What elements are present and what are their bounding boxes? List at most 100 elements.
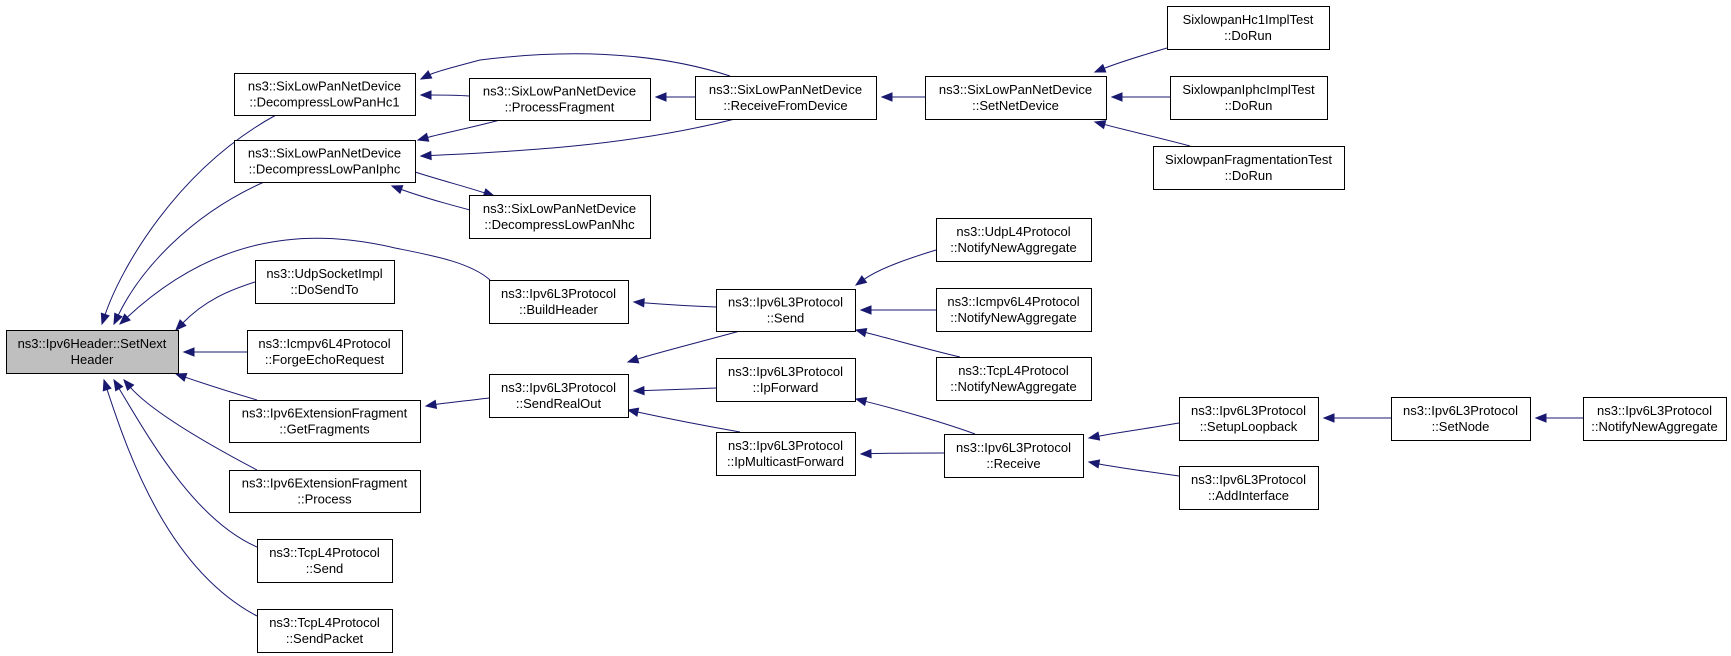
edge-udpsocket-dosendto-to-setnextheader [175,281,256,331]
node-ipv6l3-notify[interactable]: ns3::Ipv6L3Protocol::NotifyNewAggregate [1583,397,1727,441]
node-box[interactable] [6,330,179,374]
node-box[interactable] [1170,76,1328,120]
edge-frag-test-to-setnetdevice [1093,120,1191,147]
edge-line [864,400,976,435]
node-label-line: ns3::Ipv6L3Protocol [1597,403,1712,418]
node-ipmulticastforward[interactable]: ns3::Ipv6L3Protocol::IpMulticastForward [716,432,856,476]
node-label-line: ::IpForward [753,380,819,395]
node-label-line: ::DecompressLowPanNhc [484,217,635,232]
node-ipv6l3-send[interactable]: ns3::Ipv6L3Protocol::Send [716,289,856,332]
node-decompress-iphc[interactable]: ns3::SixLowPanNetDevice::DecompressLowPa… [234,140,416,183]
node-box[interactable] [1167,6,1330,50]
node-box[interactable] [234,140,416,183]
node-icmpv6-notify[interactable]: ns3::Icmpv6L4Protocol::NotifyNewAggregat… [936,288,1092,332]
edge-arrowhead [182,347,195,357]
node-label-line: ns3::SixLowPanNetDevice [709,82,862,97]
node-label-line: ::DoRun [1224,28,1272,43]
node-tcp-notify[interactable]: ns3::TcpL4Protocol::NotifyNewAggregate [936,357,1092,401]
edge-line [642,302,717,308]
node-box[interactable] [257,539,393,583]
node-frag-test[interactable]: SixlowpanFragmentationTest::DoRun [1153,146,1345,190]
edge-arrowhead [174,372,188,382]
node-label-line: ::NotifyNewAggregate [950,310,1076,325]
node-box[interactable] [469,195,651,239]
node-label-line: ::ReceiveFromDevice [723,98,847,113]
node-box[interactable] [255,260,395,304]
edge-arrowhead [1087,431,1101,441]
edge-receivefromdevice-to-decompress-iphc [419,118,736,161]
edge-line [106,388,258,617]
node-label-line: SixlowpanFragmentationTest [1165,152,1332,167]
edge-processfragment-to-decompress-hc1 [419,90,470,100]
edge-tcp-notify-to-ipv6l3-send [854,328,961,358]
node-box[interactable] [936,357,1092,401]
node-label-line: ::NotifyNewAggregate [950,379,1076,394]
node-label-line: ns3::Ipv6L3Protocol [728,364,843,379]
node-box[interactable] [944,434,1084,478]
node-label-line: ::ForgeEchoRequest [265,352,385,367]
node-box[interactable] [257,609,393,653]
node-ipv6l3-receive[interactable]: ns3::Ipv6L3Protocol::Receive [944,434,1084,478]
node-box[interactable] [489,374,629,418]
node-extfrag-process[interactable]: ns3::Ipv6ExtensionFragment::Process [229,470,421,513]
node-label-line: ns3::UdpL4Protocol [956,224,1070,239]
node-box[interactable] [229,400,421,443]
node-setnode[interactable]: ns3::Ipv6L3Protocol::SetNode [1391,397,1531,441]
node-decompress-nhc[interactable]: ns3::SixLowPanNetDevice::DecompressLowPa… [469,195,651,239]
node-extfrag-getfragments[interactable]: ns3::Ipv6ExtensionFragment::GetFragments [229,400,421,443]
node-setnetdevice[interactable]: ns3::SixLowPanNetDevice::SetNetDevice [925,76,1107,120]
node-box[interactable] [716,289,856,332]
edge-arrowhead [424,399,438,410]
node-box[interactable] [716,432,856,476]
node-setuploopback[interactable]: ns3::Ipv6L3Protocol::SetupLoopback [1179,397,1319,441]
node-sendrealout[interactable]: ns3::Ipv6L3Protocol::SendRealOut [489,374,629,418]
edge-arrowhead [1534,413,1547,423]
node-receivefromdevice[interactable]: ns3::SixLowPanNetDevice::ReceiveFromDevi… [695,76,877,120]
node-label-line: ns3::Ipv6L3Protocol [728,295,843,310]
edge-line [429,94,470,97]
edge-ipv6l3-receive-to-ipforward [854,396,976,435]
edge-arrowhead [859,448,872,459]
node-decompress-hc1[interactable]: ns3::SixLowPanNetDevice::DecompressLowPa… [234,73,416,116]
node-processfragment[interactable]: ns3::SixLowPanNetDevice::ProcessFragment [469,78,651,121]
node-box[interactable] [1179,397,1319,441]
node-label-line: ::Receive [986,456,1040,471]
node-icmpv6-forgeecho[interactable]: ns3::Icmpv6L4Protocol::ForgeEchoRequest [247,330,403,374]
edge-decompress-iphc-to-decompress-nhc [414,171,496,198]
node-label-line: ::DoRun [1225,98,1273,113]
node-box[interactable] [234,73,416,116]
edge-ipv6l3-notify-to-setnode [1534,413,1583,423]
node-box[interactable] [925,76,1107,120]
node-box[interactable] [1583,397,1727,441]
node-box[interactable] [716,358,856,402]
node-iphc-test[interactable]: SixlowpanIphcImplTest::DoRun [1170,76,1328,120]
node-box[interactable] [489,280,629,324]
node-addinterface[interactable]: ns3::Ipv6L3Protocol::AddInterface [1179,466,1319,510]
node-box[interactable] [1391,397,1531,441]
edge-extfrag-process-to-setnextheader [123,378,258,471]
edge-addinterface-to-ipv6l3-receive [1087,459,1180,477]
edge-line [118,387,258,548]
node-buildheader[interactable]: ns3::Ipv6L3Protocol::BuildHeader [489,280,629,324]
node-box[interactable] [936,288,1092,332]
edge-line [869,452,945,455]
edge-arrowhead [1093,63,1107,73]
node-box[interactable] [936,218,1092,262]
node-box[interactable] [1153,146,1345,190]
node-tcp-send[interactable]: ns3::TcpL4Protocol::Send [257,539,393,583]
node-hc1-test[interactable]: SixlowpanHc1ImplTest::DoRun [1167,6,1330,50]
node-udp-notify[interactable]: ns3::UdpL4Protocol::NotifyNewAggregate [936,218,1092,262]
node-ipforward[interactable]: ns3::Ipv6L3Protocol::IpForward [716,358,856,402]
node-box[interactable] [247,330,403,374]
node-box[interactable] [469,78,651,121]
node-udpsocket-dosendto[interactable]: ns3::UdpSocketImpl::DoSendTo [255,260,395,304]
node-label-line: ::SetupLoopback [1200,419,1298,434]
edge-hc1-test-to-setnetdevice [1093,47,1168,73]
node-tcp-sendpacket[interactable]: ns3::TcpL4Protocol::SendPacket [257,609,393,653]
node-box[interactable] [1179,466,1319,510]
node-box[interactable] [229,470,421,513]
node-box[interactable] [695,76,877,120]
edge-arrowhead [1087,459,1101,469]
